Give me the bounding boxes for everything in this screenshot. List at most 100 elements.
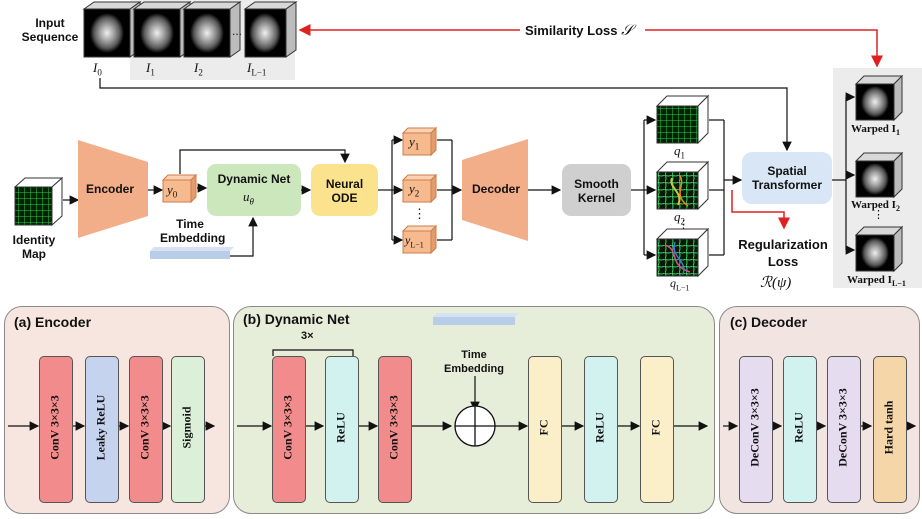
encoder-conv2-label: ConV 3×3×3 [137,395,152,460]
smooth-output-arrows [631,115,657,260]
decoder-relu-block [783,356,817,503]
encoder-conv1-label: ConV 3×3×3 [47,395,62,460]
decoder-input-arrows [437,139,463,241]
warped-label-1: Warped I1 [851,123,900,138]
frame-label-0: I0 [93,60,102,78]
q2-label: q2 [674,209,685,227]
dynamic-fc2-block [640,356,674,503]
decoder-hardtanh-label: Hard tanh [881,400,896,455]
decoder-deconv2-label: DeConV 3×3×3 [835,388,850,467]
repeat-label: 3× [301,330,314,342]
dynamic-net-label: Dynamic Net [217,172,291,186]
decoder-trapezoid [462,139,528,241]
decoder-label: Decoder [471,182,521,196]
qlast-label: qL−1 [670,276,690,293]
q-vdots: ⋮ [678,219,689,231]
input-frame-2 [182,1,242,58]
y2-label: y2 [409,181,420,199]
dynamic-fc1-block [528,356,562,503]
encoder-leaky-label: Leaky ReLU [93,394,108,461]
sum-circle-icon [454,405,496,447]
time-to-dynamic-arrow [230,216,258,257]
input-sequence-label: Input Sequence [21,16,79,44]
q2-cube [655,160,710,211]
decoder-deconv1-block [739,356,773,503]
encoder-panel-title: (a) Encoder [14,314,92,330]
input-frame-last [243,1,298,58]
spatial-transformer-label: Spatial Transformer [751,164,823,192]
dynamic-conv1-block [272,356,306,503]
spatial-transformer-box [742,152,832,204]
decoder-relu-label: ReLU [791,412,806,443]
identity-map-label: Identity Map [12,233,56,261]
warped-frame-1 [854,74,904,122]
neural-ode-box [311,164,378,216]
encoder-leaky-block [85,356,119,503]
u-theta-label: uθ [243,189,254,207]
similarity-loss-arrow [298,24,883,68]
y0-to-ode-arrow [179,149,350,174]
dynamic-relu1-block [325,356,359,503]
input-frame-1 [132,1,192,58]
encoder-label: Encoder [85,182,134,196]
encoder-sigmoid-block [171,356,205,503]
y0-cube [161,173,198,204]
spatial-input-arrows [709,119,743,256]
y0-label: y0 [167,182,178,200]
dynamic-relu2-block [584,356,618,503]
identity-map-cube [13,176,64,227]
encoder-sigmoid-label: Sigmoid [179,406,194,449]
decoder-deconv1-label: DeConV 3×3×3 [747,388,762,467]
time-embedding-label: Time Embedding [160,217,226,245]
dynamic-time-embedding-bar [433,317,515,325]
dynamic-net-box [207,164,301,216]
warped-output-arrows [832,92,856,255]
dynamic-relu2-label: ReLU [592,412,607,443]
q1-cube [655,94,710,145]
y-vdots: ⋮ [413,206,426,221]
dynamic-conv2-block [378,356,412,503]
frame-label-1: I1 [146,60,155,78]
smooth-kernel-label: Smooth Kernel [574,177,619,205]
dynamic-net-panel-arrows [237,313,709,447]
dynamic-fc2-label: FC [648,419,663,436]
regularization-symbol: ℛ(ψ) [760,275,792,291]
frame-label-last: IL−1 [247,60,267,78]
dynamic-time-embedding-label: Time Embedding [444,349,504,375]
input-frame-0 [82,1,142,58]
encoder-trapezoid [78,140,148,238]
dynamic-net-panel-title: (b) Dynamic Net [243,311,350,327]
warped-label-last: Warped IL−1 [847,274,906,289]
similarity-loss-label: Similarity Loss 𝒮 [525,23,633,39]
y2-cube [401,173,438,204]
encoder-conv1-block [39,356,73,503]
qlast-cube [655,227,710,278]
dynamic-relu1-label: ReLU [333,412,348,443]
dynamic-conv1-label: ConV 3×3×3 [280,395,295,460]
y1-label: y1 [409,134,420,152]
neural-ode-label: Neural ODE [325,177,364,205]
warped-frame-2 [854,151,904,199]
dynamic-conv2-label: ConV 3×3×3 [386,395,401,460]
time-embedding-bar [150,251,230,259]
ylast-cube [401,224,438,255]
ylast-label: yL−1 [405,233,424,250]
encoder-conv2-block [129,356,163,503]
i0-to-spatial-arrow [99,78,792,152]
smooth-kernel-box [562,164,631,216]
frame-ellipsis: ... [232,24,243,38]
frame-label-2: I2 [194,60,203,78]
decoder-panel-title: (c) Decoder [730,314,808,330]
decoder-hardtanh-block [873,356,907,503]
y1-cube [401,126,438,157]
q1-label: q1 [674,143,685,161]
regularization-arrow [731,190,790,230]
warped-label-2: Warped I2 [851,199,900,214]
warped-vdots: ⋮ [873,209,884,221]
warped-frame-last [854,225,904,273]
ode-output-arrows [378,135,404,245]
dynamic-fc1-label: FC [536,419,551,436]
regularization-loss-label: Regularization Loss [738,237,828,269]
decoder-deconv2-block [827,356,861,503]
